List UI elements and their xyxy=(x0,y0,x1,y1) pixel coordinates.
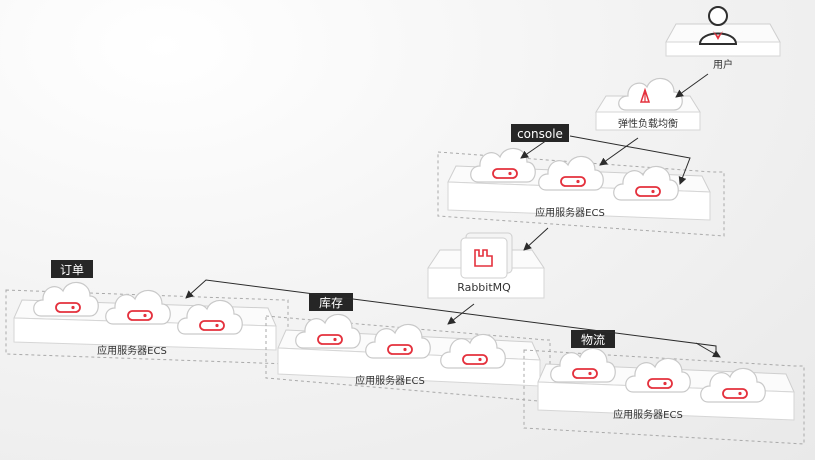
arrow-console-to-rabbitmq xyxy=(523,227,549,251)
console-group-label: 应用服务器ECS xyxy=(535,206,605,219)
order-tag-text: 订单 xyxy=(60,263,84,277)
arrow-rabbitmq-to-inventory xyxy=(447,303,475,325)
cloud-server-icon xyxy=(549,347,617,383)
console-ecs-group: 应用服务器ECS xyxy=(437,147,725,237)
logistics-tag: 物流 xyxy=(571,330,615,348)
inventory-group-label: 应用服务器ECS xyxy=(355,374,425,387)
cloud-server-icon xyxy=(104,289,172,325)
connectors xyxy=(185,73,721,358)
order-ecs-group: 应用服务器ECS xyxy=(5,281,289,365)
cloud-server-icon xyxy=(32,281,100,317)
load-balancer-icon xyxy=(618,78,683,111)
user-label: 用户 xyxy=(713,58,733,71)
logistics-group-label: 应用服务器ECS xyxy=(613,408,683,421)
arrow-to-console-ecs-1 xyxy=(520,137,551,159)
arrow-queue-to-logistics xyxy=(695,342,721,358)
elb-label: 弹性负载均衡 xyxy=(618,117,678,130)
cloud-server-icon xyxy=(612,165,680,201)
order-group-label: 应用服务器ECS xyxy=(97,344,167,357)
console-tag: console xyxy=(511,124,569,142)
rabbitmq-node: RabbitMQ xyxy=(427,232,545,299)
rabbitmq-icon xyxy=(460,232,513,279)
elb-node: 弹性负载均衡 xyxy=(595,78,701,131)
arrow-queue-to-order xyxy=(185,279,717,354)
cloud-server-icon xyxy=(364,323,432,359)
cloud-server-icon xyxy=(624,357,692,393)
cloud-server-icon xyxy=(537,155,605,191)
order-tag: 订单 xyxy=(51,260,93,278)
cloud-server-icon xyxy=(294,313,362,349)
user-icon xyxy=(698,6,738,45)
arrow-elb-to-console-ecs-2 xyxy=(599,137,639,166)
console-tag-text: console xyxy=(517,127,563,141)
logistics-tag-text: 物流 xyxy=(581,333,605,347)
logistics-ecs-group: 应用服务器ECS xyxy=(523,347,805,445)
inventory-ecs-group: 应用服务器ECS xyxy=(265,313,551,403)
inventory-tag-text: 库存 xyxy=(319,295,343,310)
user-node: 用户 xyxy=(665,6,781,71)
arrow-console-line xyxy=(569,135,691,185)
rabbitmq-label: RabbitMQ xyxy=(457,281,511,294)
arrow-user-to-elb xyxy=(675,73,709,98)
cloud-server-icon xyxy=(469,147,537,183)
